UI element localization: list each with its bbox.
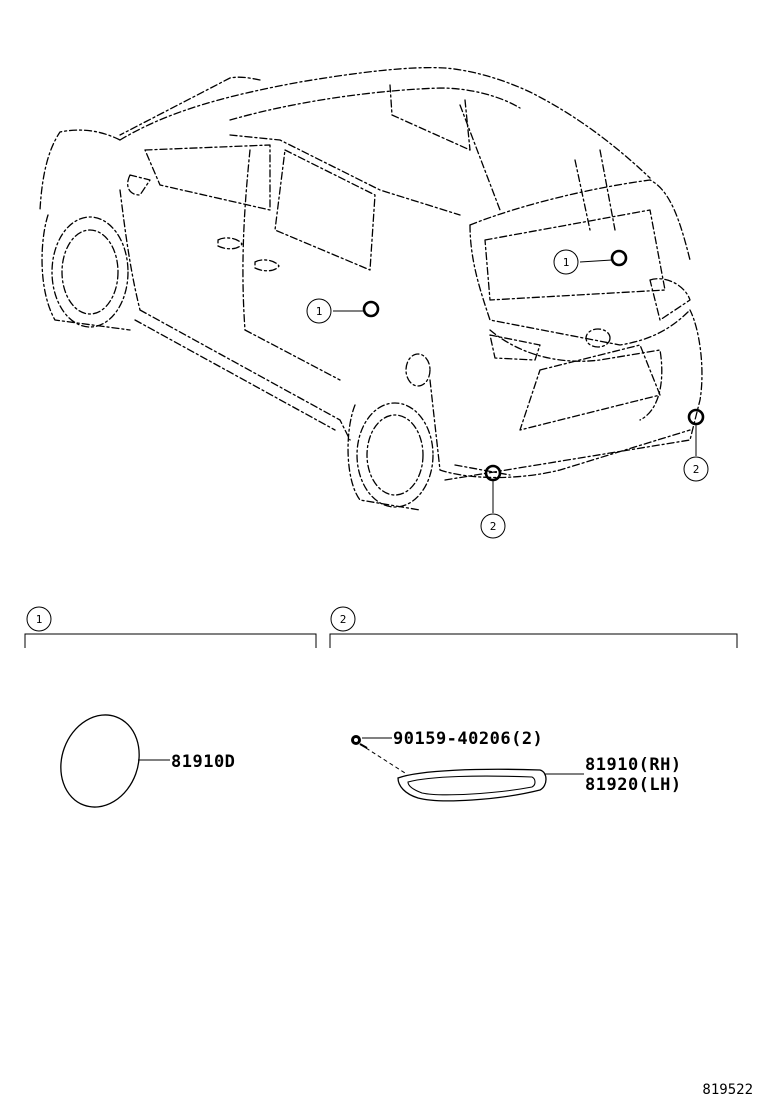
mount-points bbox=[362, 249, 705, 482]
reflector-lamp-drawing bbox=[397, 768, 547, 802]
mount-point-reflector-rh bbox=[687, 408, 705, 426]
callout-badges bbox=[306, 249, 709, 539]
part-number-reflector-lh: 81920(LH) bbox=[585, 775, 682, 795]
callout-1-side: 1 bbox=[316, 305, 323, 318]
part-number-reflector-rh: 81910(RH) bbox=[585, 755, 682, 775]
section-brackets bbox=[24, 633, 738, 648]
part-number-reflector-cover: 81910D bbox=[171, 752, 235, 772]
callout-2-right: 2 bbox=[693, 463, 700, 476]
screw-drawing bbox=[351, 735, 406, 774]
section-1-label: 1 bbox=[36, 613, 43, 626]
section-badges bbox=[26, 606, 356, 632]
diagram-code: 819522 bbox=[702, 1082, 753, 1098]
section-2-label: 2 bbox=[340, 613, 347, 626]
vehicle-outline bbox=[39, 66, 703, 511]
mount-point-reflector-lh bbox=[484, 464, 502, 482]
vehicle-callouts bbox=[333, 259, 697, 513]
section-2-bracket bbox=[329, 633, 738, 648]
mount-point-reflector-cover-rear bbox=[610, 249, 628, 267]
callout-1-rear: 1 bbox=[563, 256, 570, 269]
mount-point-reflector-cover bbox=[362, 300, 380, 318]
part-number-screw: 90159-40206(2) bbox=[393, 729, 543, 749]
callout-2-left: 2 bbox=[490, 520, 497, 533]
reflector-cover-drawing bbox=[60, 714, 140, 808]
section-1-bracket bbox=[24, 633, 317, 648]
